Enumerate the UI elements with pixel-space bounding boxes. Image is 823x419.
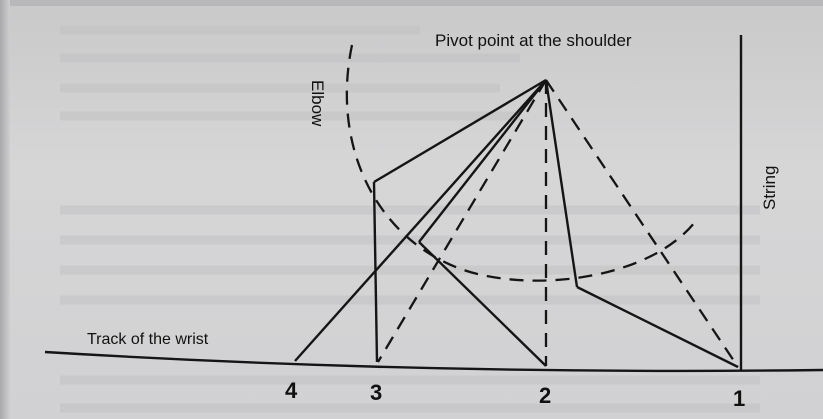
dashed-line-to-3 — [377, 79, 547, 363]
pivot-label: Pivot point at the shoulder — [435, 31, 632, 50]
page-binding-shadow — [0, 0, 10, 419]
forearm-position-1 — [576, 285, 739, 369]
elbow-label: Elbow — [308, 80, 327, 127]
forearm-position-3 — [372, 181, 379, 363]
wrist-track-line — [44, 350, 823, 373]
position-label-3: 3 — [370, 380, 382, 405]
string-label: String — [760, 166, 779, 210]
forearm-position-2 — [418, 241, 547, 367]
page-top-edge — [0, 0, 823, 6]
solid-arm-lines — [294, 78, 739, 369]
elbow-arc — [345, 44, 696, 282]
show-through-texture — [60, 25, 760, 413]
upper-arm-position-3 — [373, 78, 547, 184]
wrist-track-label: Track of the wrist — [87, 331, 209, 348]
position-label-2: 2 — [539, 383, 551, 408]
dashed-line-to-1 — [545, 79, 739, 368]
position-label-1: 1 — [733, 386, 745, 411]
upper-arm-position-1 — [544, 79, 579, 288]
arm-position-4 — [294, 79, 547, 362]
upper-arm-position-2 — [418, 79, 547, 243]
dashed-arm-lines — [377, 79, 739, 368]
position-label-4: 4 — [285, 378, 298, 403]
